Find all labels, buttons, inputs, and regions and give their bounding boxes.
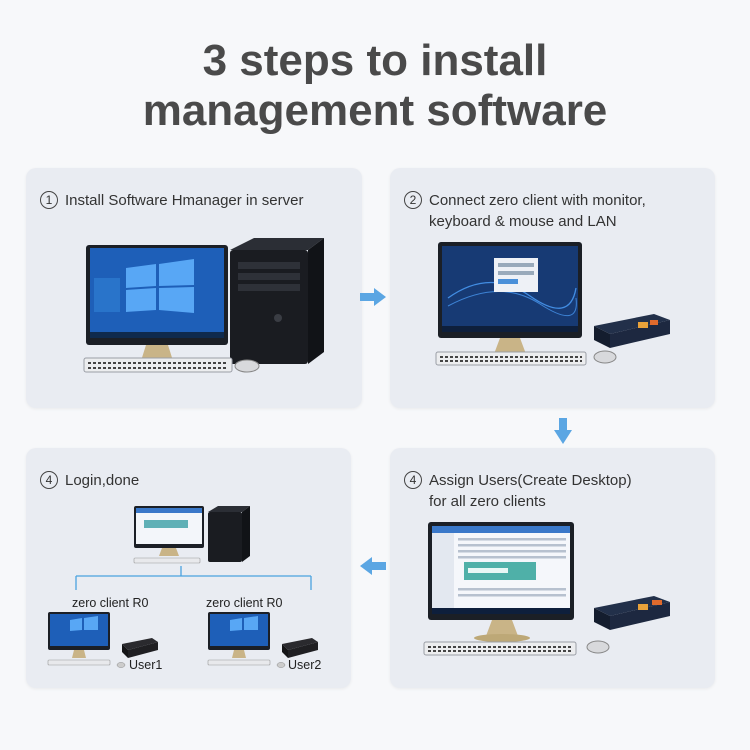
arrow-right-icon bbox=[360, 288, 386, 306]
step-text-line: for all zero clients bbox=[429, 493, 546, 510]
step-text-line: keyboard & mouse and LAN bbox=[429, 213, 617, 230]
step-number: 4 bbox=[40, 471, 58, 489]
keyboard-icon bbox=[435, 351, 587, 366]
step-caption: 1 Install Software Hmanager in server bbox=[40, 190, 303, 211]
step-card-assign: 4 Assign Users(Create Desktop) for all z… bbox=[390, 448, 715, 688]
server-pc-illustration bbox=[83, 238, 324, 373]
user-label-left: User1 bbox=[129, 658, 163, 672]
step-card-connect: 2 Connect zero client with monitor, keyb… bbox=[390, 168, 715, 408]
step-number: 2 bbox=[404, 191, 422, 209]
server-tower-icon bbox=[208, 512, 242, 562]
zero-client-box-icon bbox=[282, 638, 318, 650]
mouse-icon bbox=[586, 640, 610, 654]
step-caption: 2 Connect zero client with monitor, keyb… bbox=[404, 190, 646, 232]
step-text-line: Install Software Hmanager in server bbox=[65, 192, 304, 209]
zero-client-box-icon bbox=[594, 314, 670, 348]
step-card-install: 1 Install Software Hmanager in server bbox=[26, 168, 362, 408]
zero-client-box-icon bbox=[594, 596, 670, 630]
login-network-illustration bbox=[47, 506, 318, 668]
arrow-down-icon bbox=[554, 418, 572, 444]
zero-client-box-icon bbox=[122, 638, 158, 650]
keyboard-icon bbox=[423, 641, 577, 656]
step-text-line: Assign Users(Create Desktop) bbox=[429, 472, 632, 489]
step-text-line: Login,done bbox=[65, 472, 140, 489]
user-label-right: User2 bbox=[288, 658, 322, 672]
mouse-icon bbox=[234, 359, 260, 373]
step-number: 1 bbox=[40, 191, 58, 209]
step-caption: 4 Assign Users(Create Desktop) for all z… bbox=[404, 470, 632, 512]
page-title-line-1: 3 steps to install bbox=[202, 36, 548, 85]
step-caption: 4 Login,done bbox=[40, 470, 139, 491]
step-number: 4 bbox=[404, 471, 422, 489]
zero-client-setup-illustration bbox=[435, 242, 670, 366]
client-label-left: zero client R0 bbox=[72, 596, 149, 610]
step-card-login: 4 Login,done bbox=[26, 448, 351, 688]
keyboard-icon bbox=[83, 357, 233, 373]
assign-users-illustration bbox=[423, 522, 670, 656]
arrow-left-icon bbox=[360, 557, 386, 575]
mouse-icon bbox=[593, 350, 617, 364]
client-label-right: zero client R0 bbox=[206, 596, 283, 610]
page-title-line-2: management software bbox=[142, 86, 608, 135]
step-text-line: Connect zero client with monitor, bbox=[429, 192, 646, 209]
